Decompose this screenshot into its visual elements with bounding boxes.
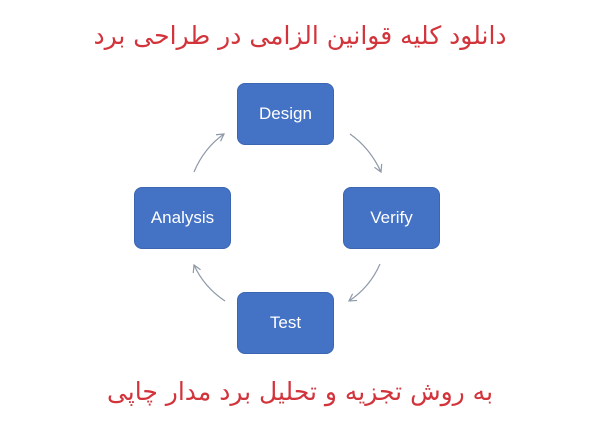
page-title: دانلود کلیه قوانین الزامی در طراحی برد <box>93 21 507 50</box>
node-test: Test <box>237 292 334 354</box>
node-analysis-label: Analysis <box>150 208 215 227</box>
arrow-verify-to-test <box>347 263 381 302</box>
arrow-test-to-analysis <box>192 263 226 302</box>
page-subtitle: به روش تجزیه و تحلیل برد مدار چاپی <box>106 377 494 406</box>
node-design-label: Design <box>259 104 312 123</box>
arrow-analysis-to-design <box>193 133 225 173</box>
node-verify-label: Verify <box>370 208 413 227</box>
node-verify: Verify <box>343 187 440 249</box>
arrow-design-to-verify <box>349 133 383 174</box>
node-design: Design <box>237 83 334 145</box>
node-analysis: Analysis <box>134 187 231 249</box>
node-test-label: Test <box>269 313 302 332</box>
